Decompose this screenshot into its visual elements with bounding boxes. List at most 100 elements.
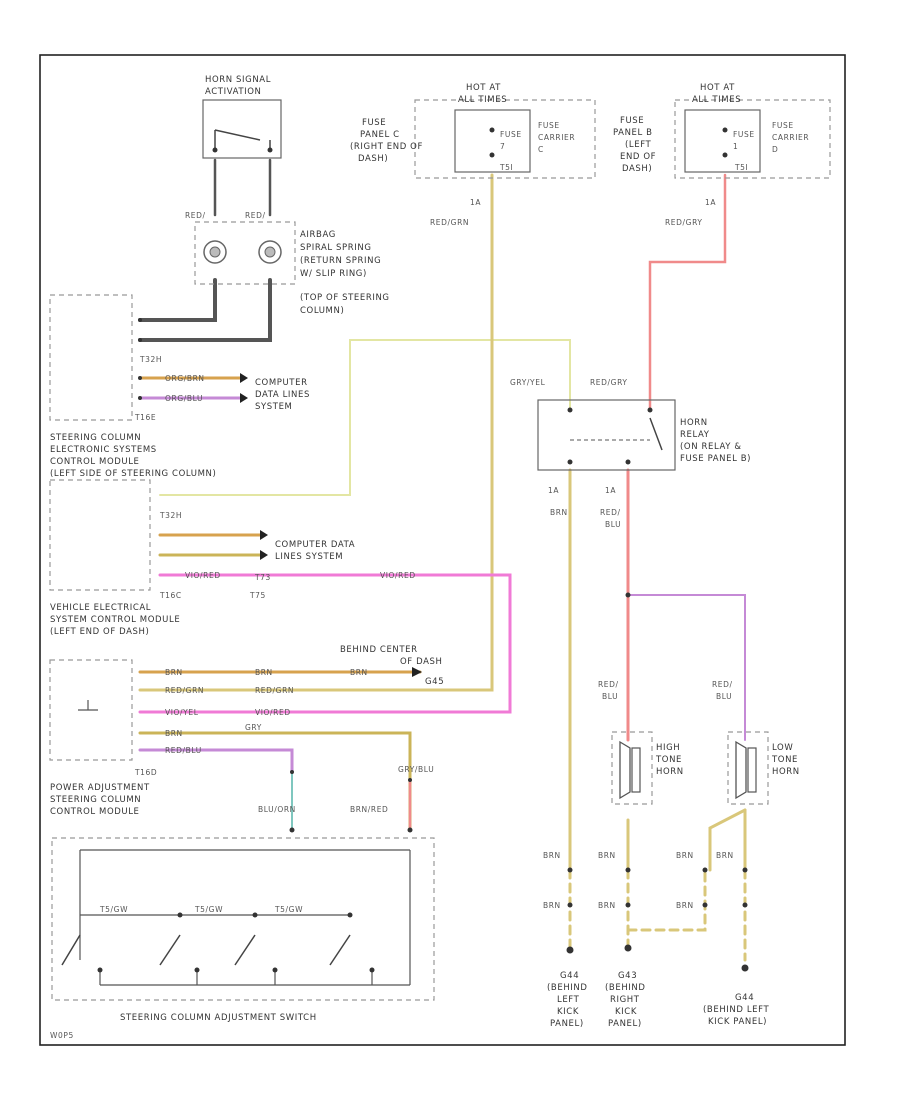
label-fuse-panel-b-3: (LEFT xyxy=(625,140,652,150)
label-comp-data-b-1: COMPUTER DATA xyxy=(275,540,355,550)
label-fuse-panel-c-4: DASH) xyxy=(358,154,388,164)
label-fuse-c: FUSE xyxy=(500,130,522,139)
label-conn-data-2: DATA LINES xyxy=(255,390,310,400)
high-tone-horn xyxy=(611,731,653,805)
label-g44-1: G44 xyxy=(560,971,579,981)
label-wire-1a: 1A xyxy=(470,198,481,207)
label-wire-gry: GRY xyxy=(245,723,262,732)
label-wire-viored: VIO/RED xyxy=(185,571,221,580)
label-brn-3: BRN xyxy=(598,851,616,860)
label-scecm-3: CONTROL MODULE xyxy=(50,457,140,467)
label-g44-5: PANEL) xyxy=(550,1019,584,1029)
label-brn-7: BRN xyxy=(716,851,734,860)
label-tag: W0P5 xyxy=(50,1031,74,1040)
label-sw-1: T5/GW xyxy=(99,905,128,914)
label-fuse-panel-c-2: PANEL C xyxy=(360,130,400,140)
label-brn-2: BRN xyxy=(543,901,561,910)
label-fuse-c-carrier-1: FUSE xyxy=(538,121,560,130)
label-low-tone-3: HORN xyxy=(772,767,800,777)
label-t16e: T16E xyxy=(134,413,156,422)
wire-viored xyxy=(138,573,512,714)
wire-gryyel xyxy=(159,339,571,496)
label-wire-bluorn: BLU/ORN xyxy=(258,805,296,814)
label-pascm-3: CONTROL MODULE xyxy=(50,807,140,817)
label-relay-5a: 1A xyxy=(605,486,616,495)
label-g44b-2: (BEHIND LEFT xyxy=(703,1005,769,1015)
label-relay-blu: BLU xyxy=(605,520,621,529)
label-sw-2: T5/GW xyxy=(194,905,223,914)
label-horn-relay-4: FUSE PANEL B) xyxy=(680,454,751,464)
label-vescm-3: (LEFT END OF DASH) xyxy=(50,627,149,637)
label-brn-4: BRN xyxy=(598,901,616,910)
pascm-box xyxy=(49,659,133,761)
label-fuse-c-conn: T5I xyxy=(499,163,513,172)
label-scecm-4: (LEFT SIDE OF STEERING COLUMN) xyxy=(50,469,216,479)
label-airbag-4: W/ SLIP RING) xyxy=(300,269,367,279)
label-wire-brn-d: BRN xyxy=(165,729,183,738)
label-hot-b-1: HOT AT xyxy=(700,83,735,93)
label-t16c: T16C xyxy=(159,591,182,600)
label-wire-vioyel: VIO/YEL xyxy=(165,708,199,717)
label-fuse-panel-b-4: END OF xyxy=(620,152,656,162)
label-airbag-1: AIRBAG xyxy=(300,230,336,240)
label-red-blu-4b: BLU xyxy=(716,692,732,701)
label-wire-redblu-c: RED/BLU xyxy=(165,746,202,755)
label-horn-signal-2: ACTIVATION xyxy=(205,87,261,97)
label-wire-brn-g45: BRN xyxy=(350,668,368,677)
wire-horn-left xyxy=(213,158,272,217)
label-g43-4: KICK xyxy=(615,1007,637,1017)
label-wire-redgry: RED/GRY xyxy=(665,218,703,227)
label-sw-3: T5/GW xyxy=(274,905,303,914)
label-g43-5: PANEL) xyxy=(608,1019,642,1029)
label-wire-orgbrn: ORG/BRN xyxy=(165,374,205,383)
label-g43-1: G43 xyxy=(618,971,637,981)
label-behind-center-3: G45 xyxy=(425,677,444,687)
label-t16d: T16D xyxy=(134,768,157,777)
label-red-b: RED/ xyxy=(245,211,266,220)
label-horn-relay-2: RELAY xyxy=(680,430,710,440)
label-wire-1a-b: 1A xyxy=(705,198,716,207)
fuse-panel-b xyxy=(674,99,831,179)
label-vescm-2: SYSTEM CONTROL MODULE xyxy=(50,615,180,625)
wire-redgrn-fuse-c xyxy=(228,173,494,692)
label-horn-relay-3: (ON RELAY & xyxy=(680,442,742,452)
label-wire-t75: T75 xyxy=(249,591,266,600)
horn-relay xyxy=(537,399,676,471)
label-airbag-2: SPIRAL SPRING xyxy=(300,243,372,253)
label-g44b-1: G44 xyxy=(735,993,754,1003)
wires xyxy=(138,158,747,962)
diagram-frame xyxy=(39,54,846,1046)
label-relay-red: RED/ xyxy=(600,508,621,517)
label-brn-6: BRN xyxy=(676,901,694,910)
label-brn: BRN xyxy=(550,508,568,517)
label-g44-4: KICK xyxy=(557,1007,579,1017)
label-fuse-b-carrier-1: FUSE xyxy=(772,121,794,130)
label-fuse-c-num: 7 xyxy=(500,142,505,151)
label-fuse-b-carrier-2: CARRIER xyxy=(772,133,809,142)
label-red-gry: RED/GRY xyxy=(590,378,628,387)
label-wire-redgrn-b: RED/GRN xyxy=(165,686,204,695)
label-fuse-panel-c-1: FUSE xyxy=(362,118,386,128)
steering-column-adjustment-switch xyxy=(51,827,435,1001)
label-wire-t73: T73 xyxy=(254,573,271,582)
label-conn-data-1: COMPUTER xyxy=(255,378,308,388)
label-high-tone-3: HORN xyxy=(656,767,684,777)
label-fuse-panel-c-3: (RIGHT END OF xyxy=(350,142,423,152)
wire-horn-dark-2 xyxy=(138,278,272,342)
label-brn-5: BRN xyxy=(676,851,694,860)
connector-dots xyxy=(138,318,749,972)
label-wire-brnred: BRN/RED xyxy=(350,805,388,814)
pascm-symbol xyxy=(78,700,98,711)
label-fuse-b-conn: T5I xyxy=(734,163,748,172)
label-red-blu-3: RED/ xyxy=(598,680,619,689)
label-scecm-2: ELECTRONIC SYSTEMS xyxy=(50,445,157,455)
label-brn-1a: 1A xyxy=(548,486,559,495)
label-wire-redgrn-c: RED/GRN xyxy=(255,686,294,695)
label-low-tone-1: LOW xyxy=(772,743,793,753)
label-vescm-1: VEHICLE ELECTRICAL xyxy=(50,603,151,613)
label-wire-gryblu: GRY/BLU xyxy=(398,765,434,774)
label-pascm-2: STEERING COLUMN xyxy=(50,795,141,805)
wire-low-ground xyxy=(708,808,747,872)
label-wire-viored-b: VIO/RED xyxy=(380,571,416,580)
